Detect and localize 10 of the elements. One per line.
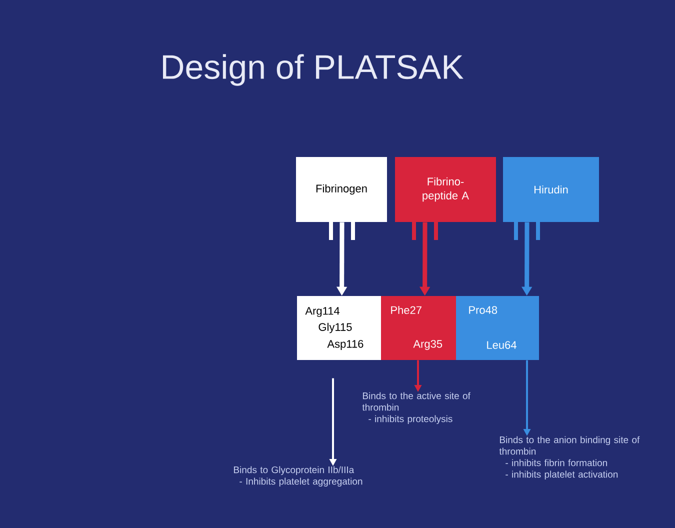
- sequence-segment: Pro48 Leu64: [456, 296, 539, 360]
- sequence-segment: Arg114 Gly115 Asp116: [297, 296, 381, 360]
- annotation-text: Binds to Glycoprotein IIb/IIIa - Inhibits platelet aggregation: [234, 466, 362, 487]
- source-box: Fibrinogen: [296, 157, 387, 222]
- source-box: Fibrino- peptide A: [395, 157, 496, 222]
- title: Design of PLATSAK: [163, 54, 464, 86]
- annotation-text: Binds to the active site of thrombin - inhibits proteolysis: [362, 392, 470, 424]
- annotation-text: Binds to the anion binding site of thrombin - inhibits fibrin formation - inhibits platelet activation: [499, 436, 640, 480]
- source-box: Hirudin: [503, 157, 599, 222]
- sequence-segment: Phe27 Arg35: [381, 296, 456, 360]
